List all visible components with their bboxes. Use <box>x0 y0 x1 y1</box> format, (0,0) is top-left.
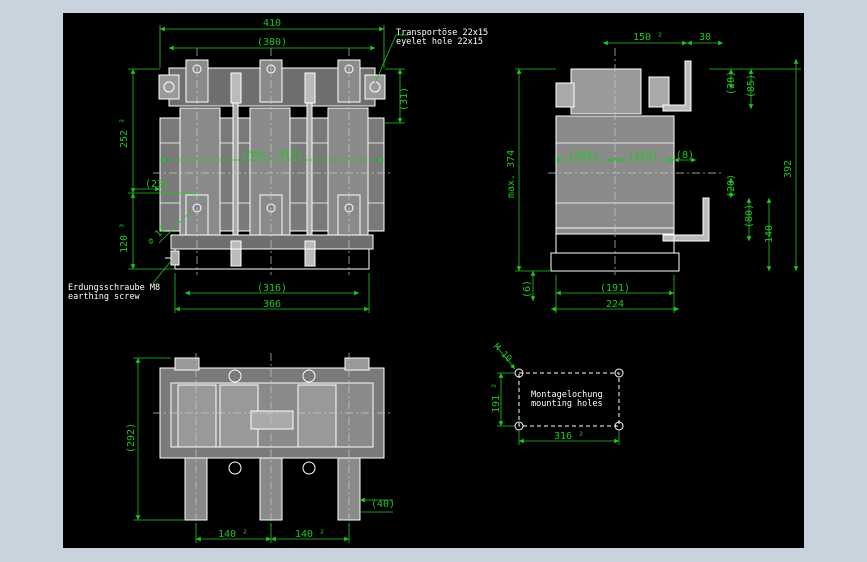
dim-side-80: (80) <box>744 204 755 228</box>
dim-top-292: (292) <box>126 423 137 453</box>
top-bolt-icon <box>302 369 316 383</box>
dim-side-224: 224 <box>606 299 624 310</box>
dim-holes-m10: M 10 <box>491 342 513 364</box>
note-mounting-2: mounting holes <box>531 399 603 409</box>
top-dimensions <box>133 357 393 543</box>
dim-holes-316: 316 ² <box>554 431 584 442</box>
dim-front-252: 252 ² <box>119 118 130 148</box>
top-bolt-icon <box>302 461 316 475</box>
dim-front-316: (316) <box>257 283 287 294</box>
top-view <box>153 353 393 528</box>
side-base <box>550 252 680 272</box>
cad-drawing-canvas: 410 (380) (max. 410) (23) (31) (316) 366… <box>63 13 804 548</box>
dim-front-max: (max. 410) <box>242 149 302 160</box>
front-bottom-frame <box>170 234 374 250</box>
front-base <box>174 248 370 270</box>
note-transport-2: eyelet hole 22x15 <box>396 37 483 47</box>
dim-front-366: 366 <box>263 299 281 310</box>
dim-front-width: 410 <box>263 18 281 29</box>
top-bolt-icon <box>228 461 242 475</box>
dim-front-31: (31) <box>399 87 410 111</box>
eyelet-right-icon <box>369 81 381 93</box>
dim-side-140: 140 <box>764 225 775 243</box>
top-bolt-icon <box>228 369 242 383</box>
mounting-outline <box>518 372 620 427</box>
dim-front-23: (23) <box>145 179 169 190</box>
note-transport-1: Transportöse 22x15 <box>396 28 488 38</box>
dim-side-118: (118) <box>628 150 658 161</box>
front-dimensions <box>128 25 408 313</box>
dim-top-40: (40) <box>371 499 395 510</box>
dim-side-85: (85) <box>746 74 757 98</box>
front-view <box>153 48 393 275</box>
dim-side-20a: (20) <box>726 71 737 95</box>
eyelet-left-icon <box>163 81 175 93</box>
dim-top-140a: 140 ² <box>218 529 248 540</box>
mounting-dimensions <box>495 345 620 445</box>
dim-side-8: (8) <box>676 150 694 161</box>
side-top-clamp <box>570 68 642 115</box>
side-view <box>548 48 723 275</box>
dim-side-150: 150 ² <box>633 32 663 43</box>
dim-front-inner: (380) <box>257 37 287 48</box>
dim-front-120: 120 ³ <box>119 223 130 253</box>
dim-side-6: (6) <box>522 280 533 298</box>
side-dimensions <box>515 40 801 313</box>
side-busbar <box>662 60 692 112</box>
dim-top-140b: 140 ² <box>295 529 325 540</box>
dim-side-392: 392 <box>783 160 794 178</box>
note-earthing-2: earthing screw <box>68 292 141 302</box>
dim-side-102: (102) <box>568 150 598 161</box>
drawing-svg: 410 (380) (max. 410) (23) (31) (316) 366… <box>68 18 801 543</box>
note-mounting-1: Montagelochung <box>531 390 603 400</box>
dim-side-max374: max. 374 <box>506 150 517 198</box>
dim-side-191: (191) <box>600 283 630 294</box>
dim-side-30: 30 <box>699 32 711 43</box>
dim-holes-191: 191 ² <box>491 383 502 413</box>
note-earthing-1: Erdungsschraube M8 <box>68 283 160 293</box>
mounting-hole-icon <box>614 368 624 378</box>
dim-side-20b: (20) <box>726 174 737 198</box>
